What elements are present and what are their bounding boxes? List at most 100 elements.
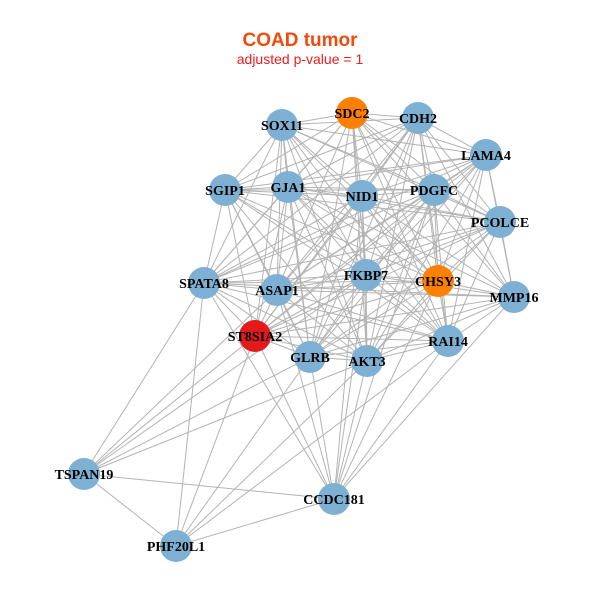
edge-akt3-tspan19: [83, 360, 368, 475]
node-label-cdh2: CDH2: [399, 112, 437, 127]
node-mmp16[interactable]: [498, 281, 530, 313]
node-label-akt3: AKT3: [348, 355, 385, 370]
node-tspan19[interactable]: [68, 458, 100, 490]
node-label-asap1: ASAP1: [255, 284, 299, 299]
edge-asap1-ccdc181: [276, 289, 335, 500]
edge-spata8-rai14: [203, 282, 449, 342]
node-label-nid1: NID1: [346, 190, 379, 205]
edge-fkbp7-st8sia2: [254, 274, 367, 337]
node-gja1[interactable]: [272, 171, 304, 203]
edge-cdh2-pcolce: [417, 117, 501, 223]
edge-sgip1-akt3: [224, 189, 368, 362]
edge-sdc2-lama4: [351, 112, 487, 156]
edge-sox11-fkbp7: [281, 124, 367, 276]
node-label-sox11: SOX11: [261, 119, 303, 134]
edge-sdc2-rai14: [351, 112, 449, 342]
edge-nid1-asap1: [276, 195, 363, 291]
node-sox11[interactable]: [266, 109, 298, 141]
edge-chsy3-glrb: [309, 280, 439, 358]
node-fkbp7[interactable]: [350, 259, 382, 291]
node-chsy3[interactable]: [422, 265, 454, 297]
edge-pdgfc-st8sia2: [254, 189, 435, 337]
node-label-mmp16: MMP16: [490, 291, 539, 306]
edge-mmp16-st8sia2: [254, 296, 515, 337]
edge-gja1-fkbp7: [287, 186, 367, 276]
edge-mmp16-glrb: [309, 296, 515, 358]
edge-lama4-rai14: [447, 154, 487, 342]
node-label-ccdc181: CCDC181: [303, 493, 364, 508]
node-label-spata8: SPATA8: [179, 277, 229, 292]
node-layer: [68, 97, 530, 562]
edge-nid1-spata8: [203, 195, 363, 284]
edge-cdh2-gja1: [287, 117, 419, 188]
edge-cdh2-rai14: [417, 117, 449, 342]
edge-nid1-rai14: [361, 195, 449, 342]
node-nid1[interactable]: [346, 180, 378, 212]
node-cdh2[interactable]: [402, 102, 434, 134]
node-st8sia2[interactable]: [239, 320, 271, 352]
node-label-chsy3: CHSY3: [415, 275, 461, 290]
node-label-gja1: GJA1: [271, 181, 306, 196]
edge-ccdc181-phf20l1: [175, 498, 335, 547]
edge-spata8-mmp16: [203, 282, 515, 298]
edge-chsy3-akt3: [366, 280, 439, 362]
node-label-phf20l1: PHF20L1: [147, 540, 205, 555]
edge-spata8-chsy3: [203, 280, 439, 284]
edge-glrb-tspan19: [83, 356, 311, 475]
edge-fkbp7-tspan19: [83, 274, 367, 475]
edge-pdgfc-asap1: [276, 189, 435, 291]
edge-rai14-phf20l1: [175, 340, 449, 547]
edge-fkbp7-glrb: [309, 274, 367, 358]
edge-nid1-chsy3: [361, 195, 439, 282]
edge-gja1-akt3: [287, 186, 368, 362]
edge-pcolce-fkbp7: [365, 221, 501, 276]
edge-pcolce-asap1: [276, 221, 501, 291]
node-rai14[interactable]: [432, 325, 464, 357]
edge-nid1-ccdc181: [333, 195, 363, 500]
edge-sox11-st8sia2: [254, 124, 283, 337]
node-lama4[interactable]: [470, 139, 502, 171]
node-sgip1[interactable]: [209, 174, 241, 206]
node-pdgfc[interactable]: [418, 174, 450, 206]
edge-lama4-sgip1: [224, 154, 487, 191]
chart-title: COAD tumor: [242, 30, 358, 51]
node-pcolce[interactable]: [484, 206, 516, 238]
edge-pdgfc-fkbp7: [365, 189, 435, 276]
edge-sdc2-sgip1: [224, 112, 353, 191]
node-spata8[interactable]: [188, 267, 220, 299]
node-label-sgip1: SGIP1: [205, 184, 245, 199]
chart-subtitle: adjusted p-value = 1: [236, 51, 364, 67]
edge-pdgfc-spata8: [203, 189, 435, 284]
node-asap1[interactable]: [261, 274, 293, 306]
edge-spata8-tspan19: [83, 282, 205, 475]
node-label-pdgfc: PDGFC: [410, 184, 458, 199]
edge-pdgfc-ccdc181: [333, 189, 435, 500]
node-label-pcolce: PCOLCE: [471, 216, 529, 231]
node-ccdc181[interactable]: [318, 483, 350, 515]
edge-mmp16-ccdc181: [333, 296, 515, 500]
node-label-tspan19: TSPAN19: [55, 468, 114, 483]
node-akt3[interactable]: [351, 345, 383, 377]
edge-sdc2-pcolce: [351, 112, 501, 223]
edge-chsy3-st8sia2: [254, 280, 439, 337]
edge-chsy3-ccdc181: [333, 280, 439, 500]
edge-gja1-spata8: [203, 186, 289, 284]
node-label-rai14: RAI14: [428, 335, 468, 350]
node-phf20l1[interactable]: [160, 530, 192, 562]
edge-nid1-pcolce: [361, 195, 501, 223]
edge-spata8-ccdc181: [203, 282, 335, 500]
edge-lama4-gja1: [287, 154, 487, 188]
edge-asap1-rai14: [276, 289, 449, 342]
edge-fkbp7-rai14: [365, 274, 449, 342]
edge-tspan19-phf20l1: [83, 473, 177, 547]
node-label-sdc2: SDC2: [334, 107, 369, 122]
node-glrb[interactable]: [294, 341, 326, 373]
edge-st8sia2-phf20l1: [175, 335, 256, 547]
node-sdc2[interactable]: [336, 97, 368, 129]
edge-glrb-rai14: [309, 340, 449, 358]
edge-cdh2-fkbp7: [365, 117, 419, 276]
edge-spata8-phf20l1: [175, 282, 205, 547]
edge-pdgfc-akt3: [366, 189, 435, 362]
edge-pcolce-spata8: [203, 221, 501, 284]
